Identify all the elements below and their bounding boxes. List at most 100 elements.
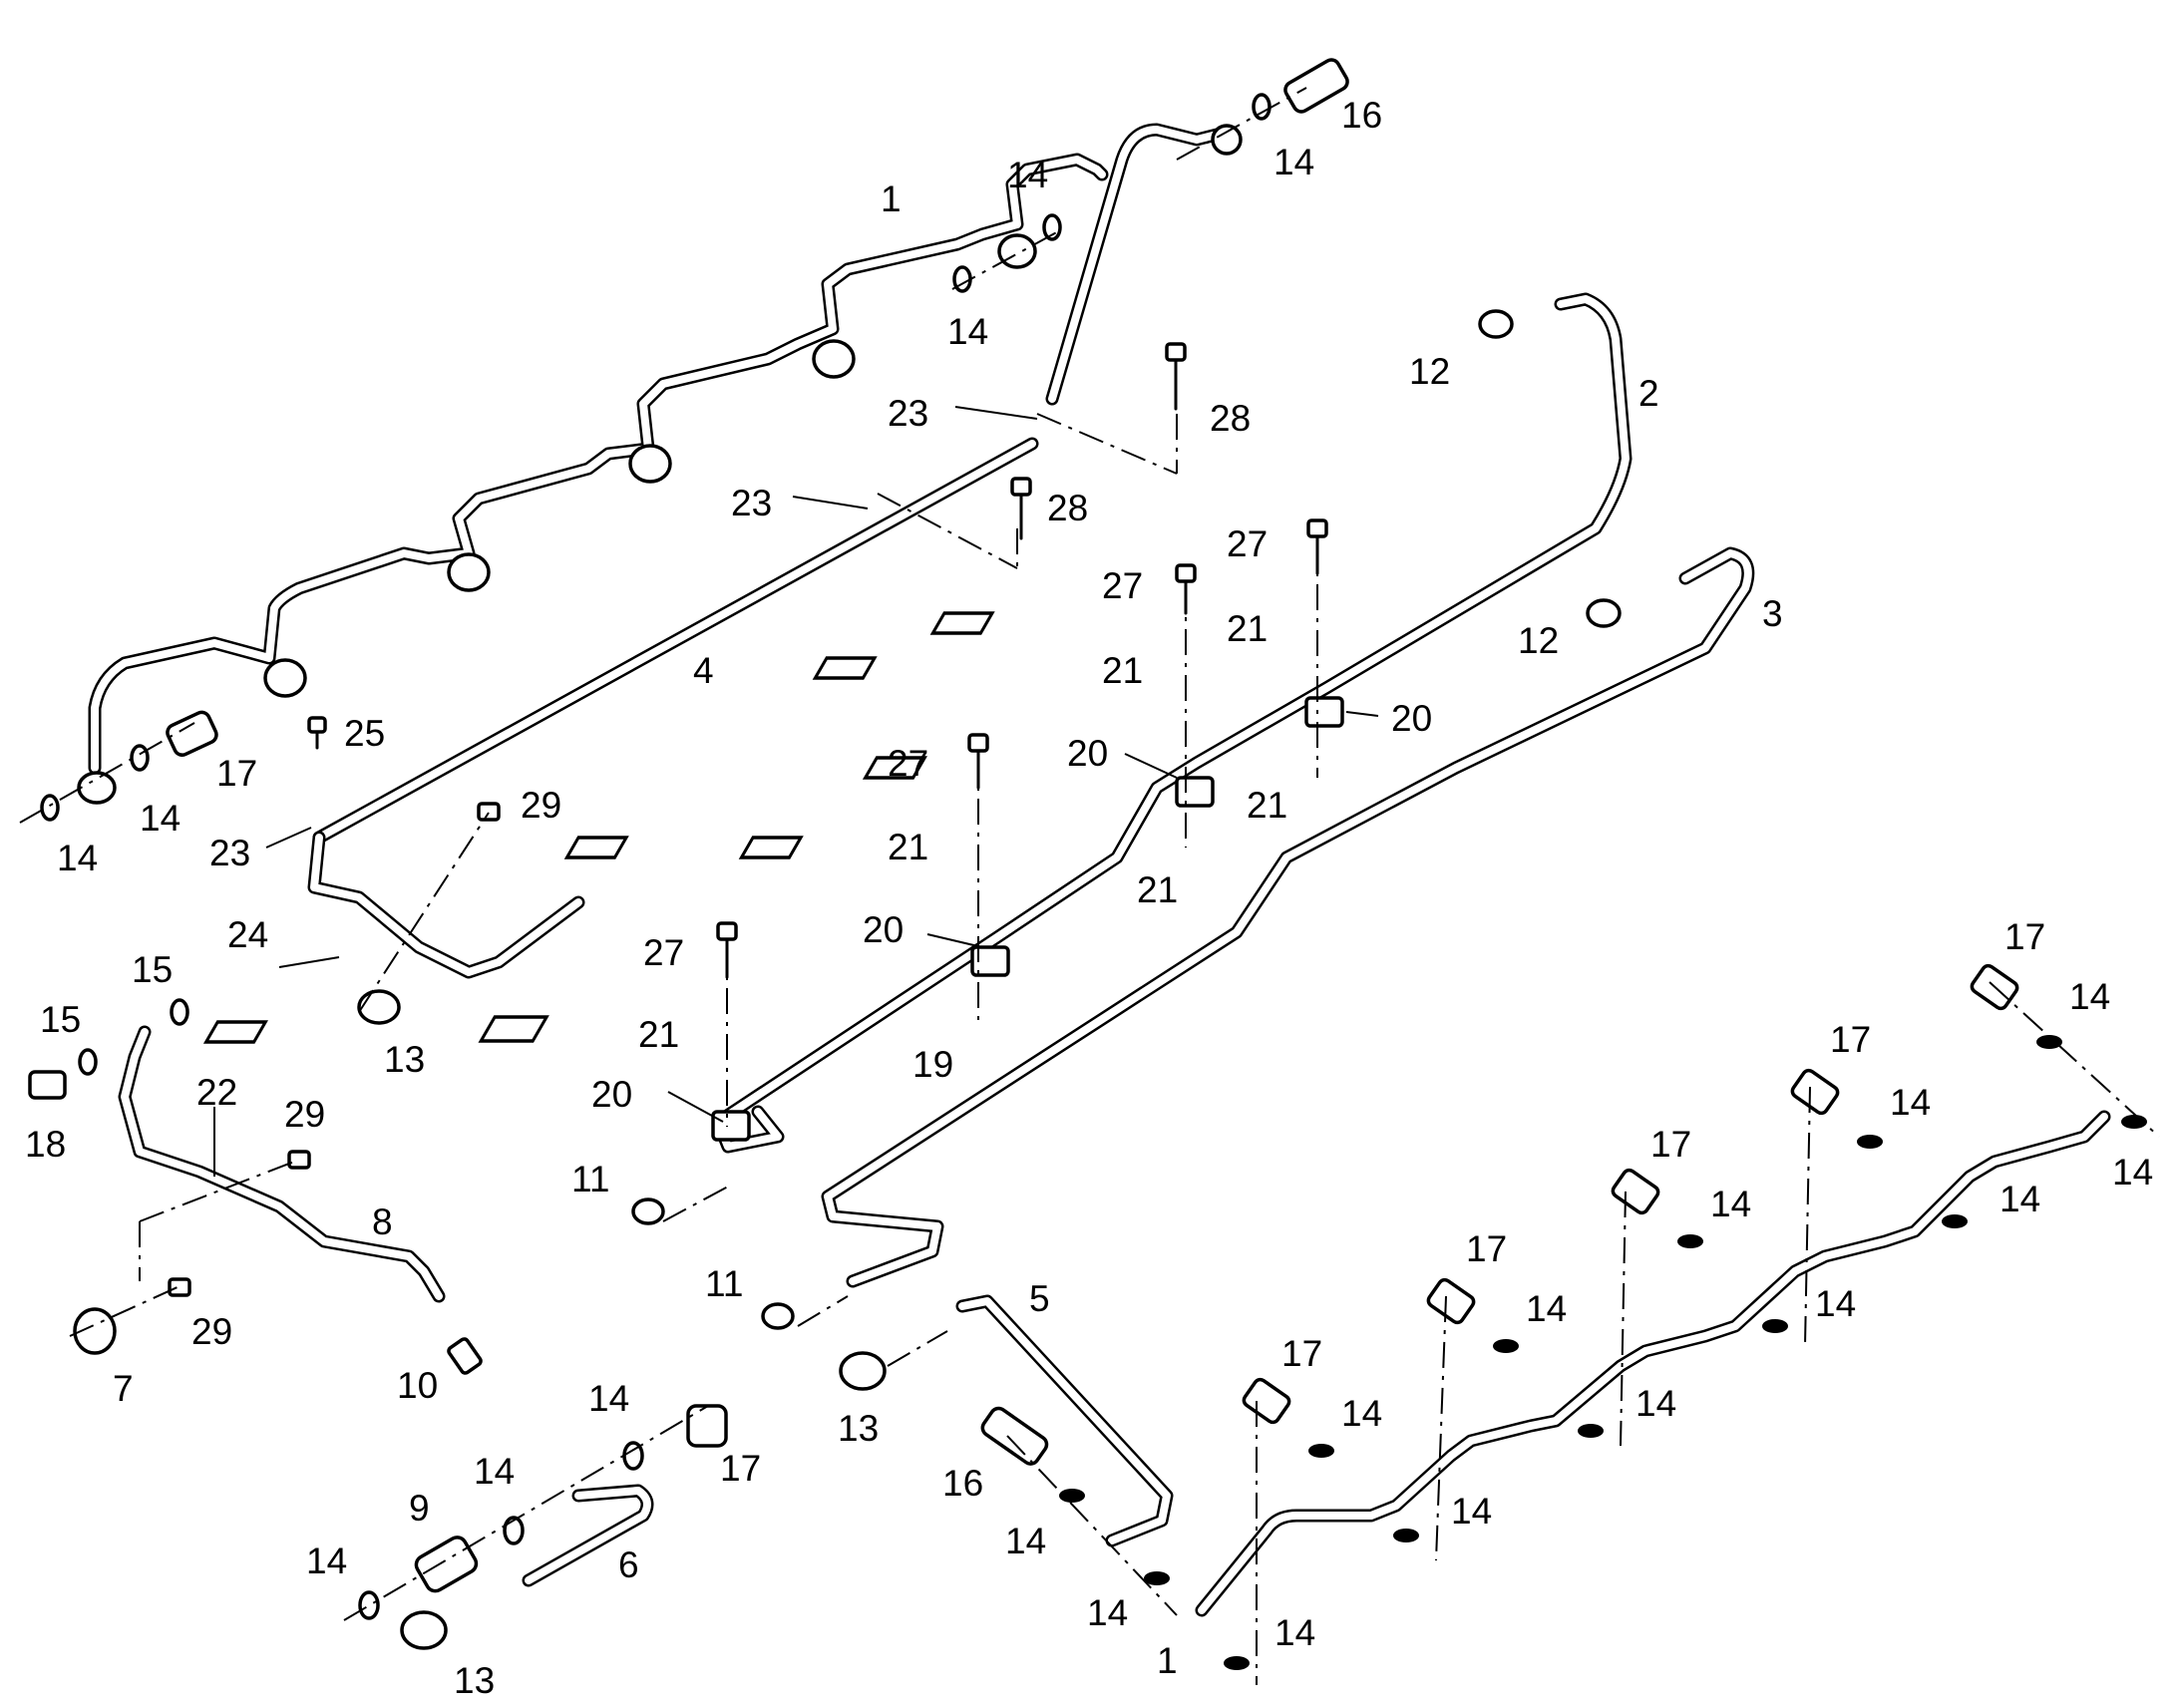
- clamp-20-d: [711, 1110, 751, 1142]
- callout-20: 20: [1391, 698, 1432, 739]
- nut-11-a: [631, 1197, 665, 1225]
- injection-pipe-top: [88, 153, 1109, 775]
- return-pipe-top: [1045, 123, 1224, 406]
- banjo-bolt-17-pipe6: [686, 1404, 728, 1448]
- plate-21-b: [862, 756, 927, 780]
- pipe-4: [307, 437, 1039, 979]
- black-washers: [1059, 1035, 2147, 1670]
- pipe-2: [711, 292, 1633, 1154]
- callout-13: 13: [384, 1039, 425, 1080]
- nut-13-a: [357, 989, 401, 1025]
- callout-4: 4: [693, 650, 714, 691]
- plate-21-c: [812, 656, 878, 680]
- callout-14: 14: [140, 798, 181, 839]
- callout-17: 17: [2004, 916, 2045, 957]
- callout-28: 28: [1047, 488, 1088, 528]
- callout-14: 14: [1274, 1612, 1315, 1653]
- callout-23: 23: [888, 393, 928, 434]
- leader-lines: [213, 406, 1379, 1177]
- callout-7: 7: [113, 1368, 134, 1409]
- callout-28: 28: [1210, 398, 1251, 439]
- plate-21-f: [202, 1020, 268, 1044]
- callout-21: 21: [1102, 650, 1143, 691]
- callout-13: 13: [454, 1660, 495, 1701]
- banjo-bolt-17-top: [166, 710, 218, 757]
- callout-20: 20: [591, 1074, 632, 1115]
- callout-14: 14: [1890, 1082, 1931, 1123]
- callout-14: 14: [57, 838, 98, 878]
- callout-14: 14: [1710, 1184, 1751, 1224]
- pipes: [88, 123, 2111, 1617]
- callout-25: 25: [344, 713, 385, 754]
- callout-15: 15: [132, 949, 173, 990]
- callout-14: 14: [306, 1540, 347, 1581]
- callout-17: 17: [1650, 1124, 1691, 1165]
- callout-14: 14: [1007, 155, 1048, 195]
- callout-21: 21: [638, 1014, 679, 1055]
- callout-20: 20: [863, 909, 904, 950]
- callout-15: 15: [40, 999, 81, 1040]
- callout-17: 17: [1466, 1228, 1507, 1269]
- callout-17: 17: [1281, 1333, 1322, 1374]
- callout-22: 22: [196, 1072, 237, 1113]
- callout-10: 10: [397, 1365, 438, 1406]
- callout-27: 27: [643, 932, 684, 973]
- plate-19: [478, 1015, 549, 1043]
- fitting-7: [73, 1307, 117, 1355]
- callout-13: 13: [838, 1408, 879, 1449]
- callout-1: 1: [1157, 1640, 1178, 1681]
- clamp-20-b: [1175, 776, 1215, 808]
- pipe-5: [955, 1294, 1174, 1547]
- callout-12: 12: [1409, 351, 1450, 392]
- callout-21: 21: [1137, 869, 1178, 910]
- pipe-8: [118, 1025, 446, 1303]
- callout-3: 3: [1762, 593, 1783, 634]
- pipe-6: [522, 1484, 654, 1587]
- pipe-3: [821, 546, 1755, 1288]
- callout-17: 17: [1830, 1019, 1871, 1060]
- callout-16: 16: [1341, 95, 1382, 136]
- injection-pipe-bottom: [1195, 1110, 2111, 1617]
- callout-12: 12: [1518, 620, 1559, 661]
- callout-29: 29: [521, 785, 561, 826]
- callout-14: 14: [2069, 976, 2110, 1017]
- callout-9: 9: [409, 1488, 430, 1529]
- callout-23: 23: [209, 833, 250, 873]
- callout-14: 14: [2112, 1152, 2153, 1193]
- callout-27: 27: [888, 743, 928, 784]
- callout-29: 29: [284, 1094, 325, 1135]
- callout-14: 14: [588, 1378, 629, 1419]
- callout-2: 2: [1638, 373, 1659, 414]
- callout-8: 8: [372, 1201, 393, 1242]
- fitting-10: [447, 1337, 483, 1375]
- nut-12-a: [1478, 309, 1514, 339]
- callout-27: 27: [1102, 565, 1143, 606]
- callout-24: 24: [227, 914, 268, 955]
- callout-labels: 1 14 14 14 16 12 2 23 28 23 28 27 27 21 …: [25, 95, 2153, 1701]
- callout-27: 27: [1227, 523, 1268, 564]
- callout-21: 21: [888, 827, 928, 867]
- callout-14: 14: [1526, 1288, 1567, 1329]
- callout-18: 18: [25, 1124, 66, 1165]
- callout-29: 29: [191, 1311, 232, 1352]
- callout-14: 14: [1087, 1592, 1128, 1633]
- callout-5: 5: [1029, 1278, 1050, 1319]
- callout-14: 14: [1341, 1393, 1382, 1434]
- callout-14: 14: [1635, 1383, 1676, 1424]
- callout-14: 14: [1005, 1521, 1046, 1561]
- plate-21-d: [738, 836, 804, 859]
- callout-14: 14: [947, 311, 988, 352]
- callout-11: 11: [571, 1159, 609, 1199]
- callout-23: 23: [731, 483, 772, 523]
- banjo-fittings-top: [77, 124, 1243, 805]
- callout-14: 14: [1273, 142, 1314, 182]
- callout-14: 14: [1815, 1283, 1856, 1324]
- nut-11-b: [761, 1302, 795, 1330]
- callout-11: 11: [705, 1263, 743, 1304]
- plate-21-e: [563, 836, 629, 859]
- nut-13-b: [839, 1351, 887, 1391]
- callout-6: 6: [618, 1544, 639, 1585]
- nut-13-c: [400, 1610, 448, 1650]
- plate-21-a: [929, 611, 995, 635]
